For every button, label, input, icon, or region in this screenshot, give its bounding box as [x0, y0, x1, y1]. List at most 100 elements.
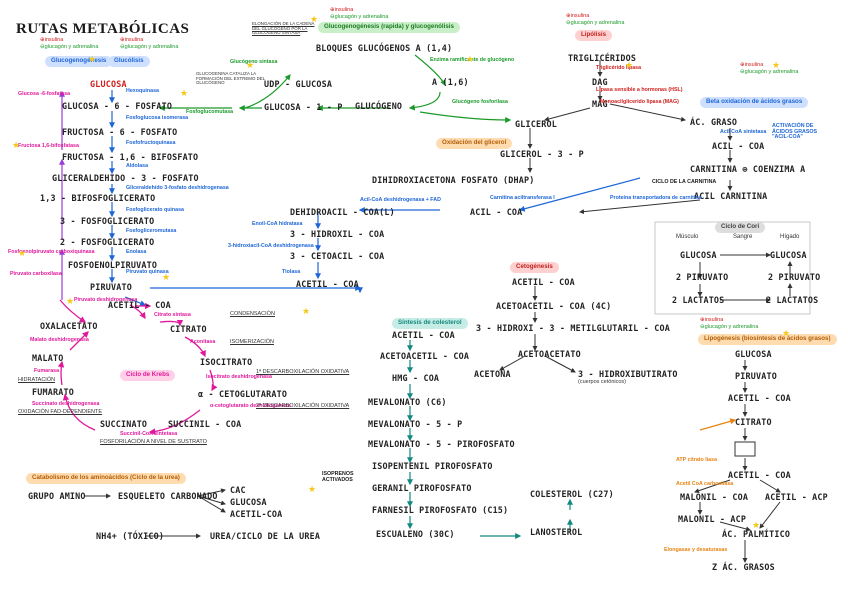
hydration-note: HIDRATACIÓN [18, 377, 56, 383]
cori-pyruvate-muscle-node: 2 PIRUVATO [676, 272, 729, 282]
alpha-kg-dh-label: α-cetoglutarato deshidrogenasa [210, 403, 291, 409]
pyruvate-lipo-node: PIRUVATO [735, 371, 777, 381]
succinate-dh-label: Succinato deshidrogenasa [32, 401, 100, 407]
cori-lactate-liver-node: 2 LACTATOS [766, 295, 819, 305]
insulin-legend-5: ⊕insulina [740, 62, 764, 68]
activated-isoprenes-label: ISOPRENOS ACTIVADOS [322, 471, 354, 483]
insulin-legend-4: ⊕insulina [566, 13, 590, 19]
phosphoglycerate-kinase-label: Fosfoglicerato quinasa [126, 207, 184, 213]
isopentenyl-node: ISOPENTENIL PIROFOSFATO [372, 461, 493, 471]
acetyl-coa-cyto-node: ACETIL - COA [728, 470, 791, 480]
phosphoglucomutase-label: Fosfoglucomutasa [186, 109, 234, 115]
squalene-node: ESCUALENO (30C) [376, 529, 455, 539]
carbon-skeleton-node: ESQUELETO CARBONADO [118, 491, 218, 501]
acetyl-coa-beta-node: ACETIL - COA [296, 279, 359, 289]
glycerol-3-phosphate-node: GLICEROL - 3 - P [500, 149, 584, 159]
star-icon: ★ [180, 88, 189, 98]
succinyl-synthetase-label: Succinil-CoA sintetasa [120, 431, 178, 437]
glycerol-node: GLICEROL [515, 119, 557, 129]
acetoacetyl-coa-node: ACETOACETIL - COA (4C) [496, 301, 612, 311]
page-title: RUTAS METABÓLICAS [16, 21, 190, 37]
acetoacetyl-coa-chol-node: ACETOACETIL - COA [380, 351, 470, 361]
krebs-cycle-pill: Ciclo de Krebs [120, 370, 176, 381]
star-icon: ★ [625, 60, 634, 70]
mag-lipase-label: Monoacilglicerido lipasa (MAG) [600, 99, 679, 105]
insulin-legend-3: ⊕insulina [330, 7, 354, 13]
phosphoglucose-isomerase-label: Fosfoglucosa isomerasa [126, 115, 189, 121]
condensation-note: CONDENSACIÓN [230, 311, 275, 317]
isocitrate-node: ISOCITRATO [200, 357, 253, 367]
mevalonate-5p-node: MEVALONATO - 5 - P [368, 419, 463, 429]
glucagon-legend-2: ⊖glucagón y adrenalina [120, 44, 179, 50]
hmg-coa-node: HMG - COA [392, 373, 440, 383]
acetyl-coa-carboxylase-label: Acetil CoA carboxilasa [676, 481, 734, 487]
gluconeogenesis-pill: Glucogenogénesis [45, 56, 113, 67]
hydroxybutyrate-node: 3 - HIDROXIBUTIRATO [578, 369, 678, 379]
star-icon: ★ [752, 520, 761, 530]
acyl-coa-mito-node: ACIL - COA [470, 207, 523, 217]
elongase-label: Elongasas y desaturasas [664, 547, 728, 553]
acyl-coa-synthetase-label: Acil CoA sintetasa [720, 129, 767, 135]
glycogen-phosphorylase-label: Glucógeno fosforilasa [452, 99, 508, 105]
malate-dh-label: Malato deshidrogenasa [30, 337, 89, 343]
phosphoenolpyruvate-node: FOSFOENOLPIRUVATO [68, 260, 158, 270]
cac-node: CAC [230, 485, 246, 495]
acetyl-coa-chol-node: ACETIL - COA [392, 330, 455, 340]
activation-label: ACTIVACIÓN DE ÁCIDOS GRASOS "ACIL-COA" [772, 123, 818, 141]
fructose-16-bisphosphate-node: FRUCTOSA - 1,6 - BIFOSFATO [62, 152, 199, 162]
pyruvate-dehydrogenase-label: Piruvato deshidrogenasa [74, 297, 138, 303]
urea-node: UREA/CICLO DE LA UREA [210, 531, 321, 541]
fructose-16-bisphosphatase-label: Fructosa 1,6-bifosfatasa [18, 143, 79, 149]
star-icon: ★ [12, 140, 21, 150]
glucose-1-phosphate-node: GLUCOSA - 1 - P [264, 102, 343, 112]
aldolase-label: Aldolasa [126, 163, 149, 169]
lipolysis-pill: Lipólisis [575, 30, 613, 41]
malonyl-coa-node: MALONIL - COA [680, 492, 749, 502]
glycogen-blocks-node: BLOQUES GLUCÓGENOS A (1,4) [316, 43, 453, 53]
blood-label: Sangre [733, 234, 753, 240]
acyl-coa-dh-label: Acil-CoA deshidrogenasa + FAD [360, 197, 441, 203]
glucose-node: GLUCOSA [90, 79, 127, 89]
cholesterol-synthesis-pill: Síntesis de colesterol [392, 318, 468, 329]
ketoacyl-coa-node: 3 - CETOACIL - COA [290, 251, 385, 261]
amino-acetyl-node: ACETIL-COA [230, 509, 283, 519]
insulin-legend: ⊕insulina [40, 37, 64, 43]
first-decarboxylation-note: 1ª DESCARBOXILACIÓN OXIDATIVA [256, 369, 350, 375]
phosphofructokinase-label: Fosfofructoquinasa [126, 140, 176, 146]
branched-glycogen-node: A (1,6) [432, 77, 469, 87]
fructose-6-phosphate-node: FRUCTOSA - 6 - FOSFATO [62, 127, 178, 137]
fatty-acid-node: ÁC. GRASO [690, 117, 738, 127]
glycogen-node: GLUCÓGENO [355, 101, 403, 111]
fatty-acids-node: Z ÁC. GRASOS [712, 562, 775, 572]
glycogen-synthase-label: Glucógeno sintasa [230, 59, 278, 65]
isocitrate-dh-label: Isocitrato deshidrogenasa [206, 374, 272, 380]
star-icon: ★ [18, 248, 27, 258]
citrate-synthase-label: Citrato sintasa [154, 312, 191, 318]
hsl-label: Lipasa sensible a hormonas (HSL) [596, 87, 683, 93]
carnitine-acyltransferase-label: Carnitina aciltransferasa I [490, 195, 555, 201]
star-icon: ★ [88, 54, 97, 64]
carnitine-transporter-label: Proteína transportadora de carnitina [610, 195, 702, 201]
aconitase-label: Aconitasa [190, 339, 216, 345]
fumarase-label: Fumarasa [34, 368, 60, 374]
beta-oxidation-pill: Beta oxidación de ácidos grasos [700, 97, 809, 108]
star-icon: ★ [246, 60, 255, 70]
acetyl-coa-keto-node: ACETIL - COA [512, 277, 575, 287]
acetyl-acp-node: ACETIL - ACP [765, 492, 828, 502]
star-icon: ★ [772, 60, 781, 70]
acetyl-coa-lipo-node: ACETIL - COA [728, 393, 791, 403]
branching-enzyme-label: Enzima ramificante de glucógeno [430, 57, 515, 63]
thiolase-label: Tiolasa [282, 269, 301, 275]
glucagon-legend-3: ⊖glucagón y adrenalina [330, 14, 389, 20]
ketogenesis-pill: Cetogénesis [510, 262, 559, 273]
glucose-6-phosphatase-label: Glucosa -6-fosfatasa [18, 91, 71, 97]
isomerization-note: ISOMERIZACIÓN [230, 339, 275, 345]
star-icon: ★ [66, 296, 75, 306]
2-phosphoglycerate-node: 2 - FOSFOGLICERATO [60, 237, 155, 247]
malate-node: MALATO [32, 353, 64, 363]
phosphoglyceromutase-label: Fosfogliceromutasa [126, 228, 177, 234]
insulin-legend-6: ⊕insulina [700, 317, 724, 323]
3-phosphoglycerate-node: 3 - FOSFOGLICERATO [60, 216, 155, 226]
succinate-node: SUCCINATO [100, 419, 148, 429]
